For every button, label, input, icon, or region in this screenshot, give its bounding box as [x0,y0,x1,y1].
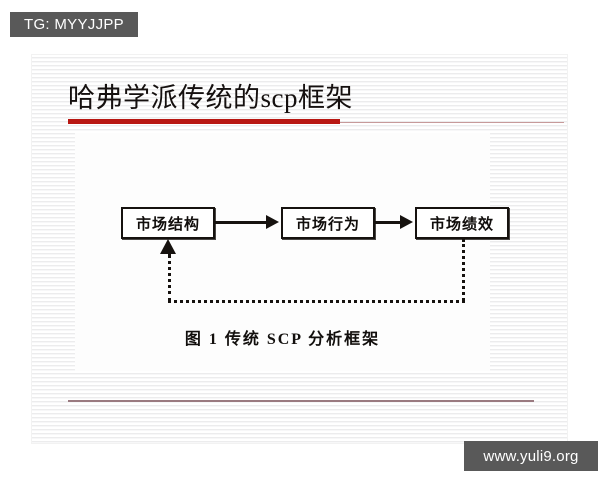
page-title: 哈弗学派传统的scp框架 [68,83,353,113]
flow-box-market-performance: 市场绩效 [415,207,509,239]
footer-divider [68,400,534,402]
arrow-structure-to-conduct-head-icon [266,215,279,229]
title-underline-accent [68,119,340,124]
watermark-bottom-right: www.yuli9.org [464,441,598,471]
figure-diagram: 市场结构 市场行为 市场绩效 图 1 传统 SCP 分析框架 [75,133,509,371]
feedback-dotted-segment-across [168,300,465,303]
arrow-conduct-to-performance-line [375,221,401,224]
flow-box-market-conduct: 市场行为 [281,207,375,239]
figure-image: 市场结构 市场行为 市场绩效 图 1 传统 SCP 分析框架 [75,133,509,371]
figure-caption: 图 1 传统 SCP 分析框架 [184,331,381,348]
presentation-slide: 哈弗学派传统的scp框架 市场结构 市场行为 市场绩效 图 1 传统 SCP 分… [32,55,567,443]
flow-box-market-structure: 市场结构 [121,207,215,239]
arrow-structure-to-conduct-line [215,221,267,224]
feedback-dotted-segment-down [462,239,465,301]
arrow-conduct-to-performance-head-icon [400,215,413,229]
feedback-dotted-segment-up [168,254,171,302]
feedback-arrow-head-icon [160,239,176,254]
watermark-top-left: TG: MYYJJPP [10,12,138,37]
